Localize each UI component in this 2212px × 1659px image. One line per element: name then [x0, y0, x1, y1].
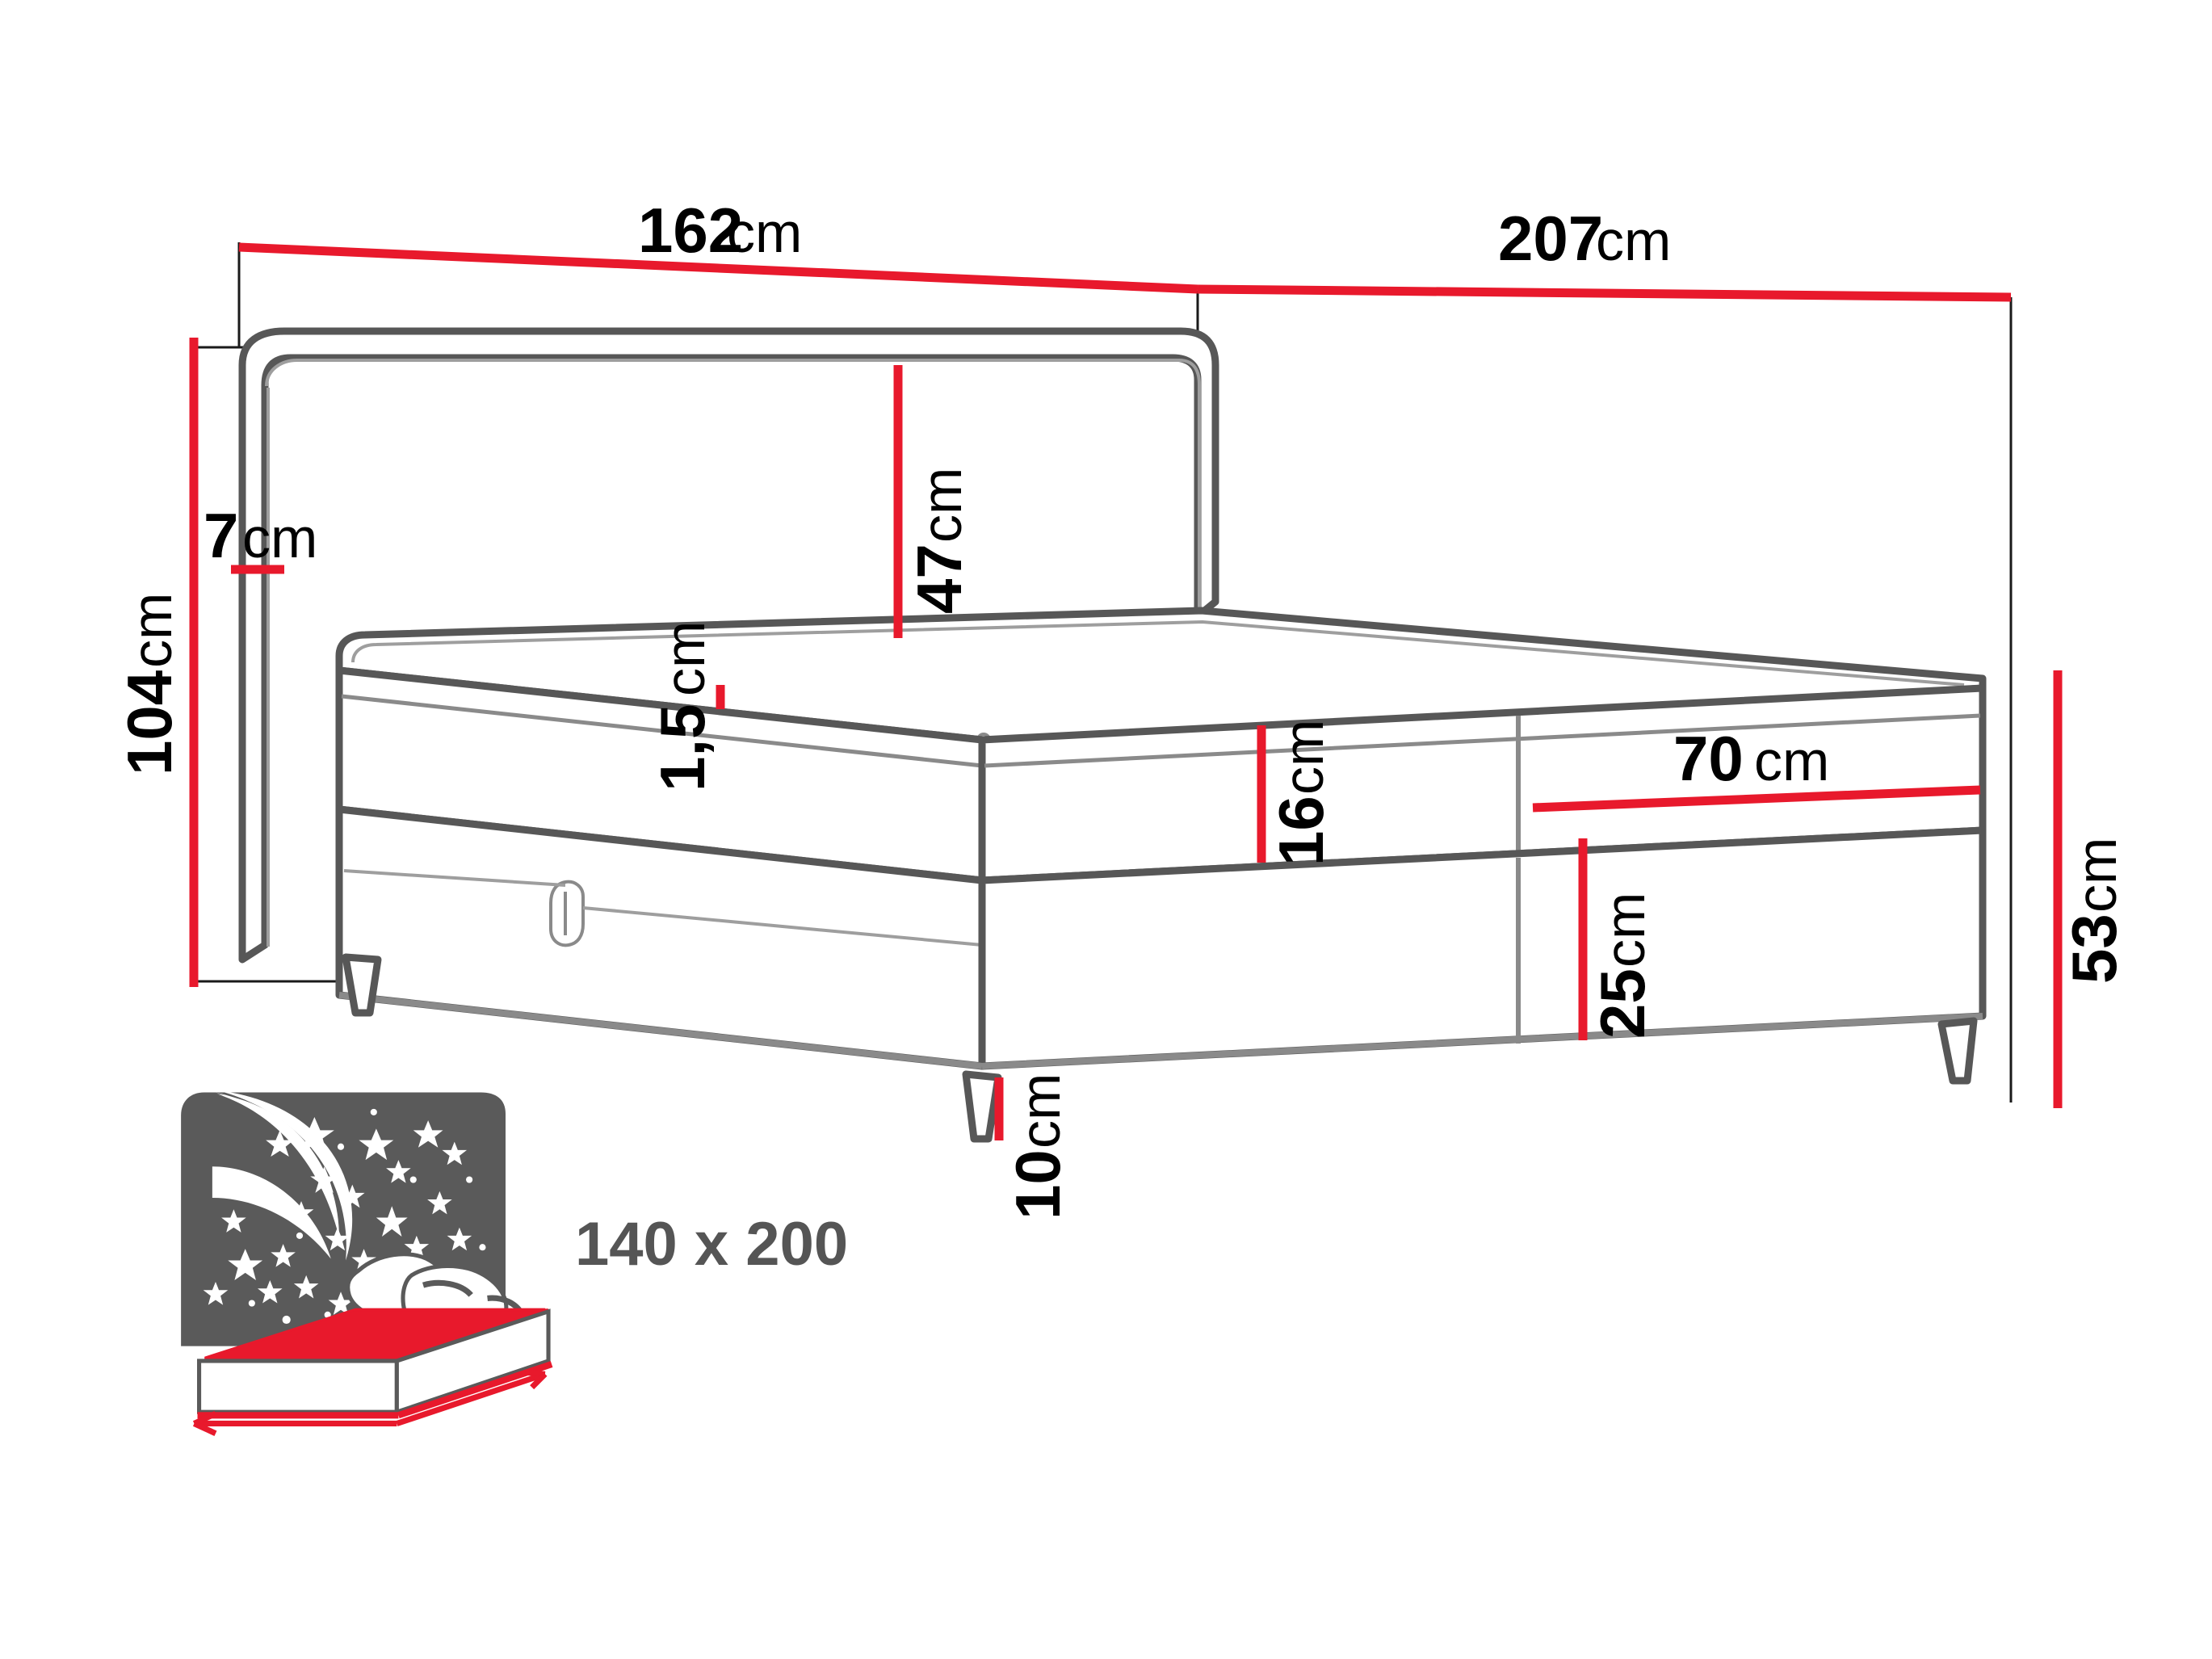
dim-10-value: 10	[1002, 1149, 1073, 1220]
dim-label-25: 25 cm	[1587, 892, 1658, 1039]
mattress-icon-arrows	[192, 1369, 548, 1436]
dim-104-unit: cm	[120, 593, 183, 668]
base-bottom-edge	[338, 992, 1983, 1069]
dim-1-5-unit: cm	[653, 621, 716, 696]
leg-right	[1937, 1017, 1978, 1085]
dim-7-unit: cm	[242, 506, 317, 569]
mattress-size-label: 140 x 200	[575, 1210, 848, 1279]
dim-25-unit: cm	[1593, 892, 1656, 968]
dim-10-unit: cm	[1009, 1073, 1072, 1149]
leg-front	[962, 1070, 1002, 1143]
dim-104-value: 104	[114, 670, 185, 775]
dim-207-unit: cm	[1596, 209, 1671, 272]
dim-25-value: 25	[1587, 968, 1658, 1039]
dim-label-53: 53 cm	[2059, 838, 2130, 984]
mattress-block-icon	[197, 1308, 553, 1419]
dim-label-16: 16 cm	[1265, 720, 1337, 866]
bed-legs	[342, 953, 1978, 1143]
dim-162-value: 162	[638, 195, 743, 266]
dim-47-value: 47	[904, 544, 975, 614]
leg-rear-left	[342, 953, 382, 1017]
dim-1-5-value: 1,5	[647, 704, 718, 792]
dim-line-162	[238, 242, 1198, 294]
dim-label-47: 47 cm	[904, 468, 975, 614]
dim-label-10: 10 cm	[1002, 1073, 1073, 1220]
dim-line-207	[1197, 284, 2012, 302]
dimension-lines	[189, 242, 2063, 1140]
dim-53-unit: cm	[2065, 838, 2128, 913]
dim-162-unit: cm	[727, 201, 802, 264]
dim-label-7: 7 cm	[204, 500, 317, 571]
dim-207-value: 207	[1498, 203, 1603, 274]
mattress-size-icon	[181, 1090, 553, 1436]
dim-label-162: 162 cm	[638, 195, 802, 266]
dim-label-70: 70 cm	[1673, 723, 1829, 794]
dim-label-104: 104 cm	[114, 593, 185, 775]
dim-16-value: 16	[1265, 796, 1337, 866]
dim-47-unit: cm	[910, 468, 973, 543]
dim-line-70	[1532, 785, 1981, 813]
dim-7-value: 7	[204, 500, 238, 571]
dim-16-unit: cm	[1272, 720, 1335, 795]
dim-53-value: 53	[2059, 914, 2130, 984]
dim-70-unit: cm	[1754, 729, 1829, 792]
dim-label-1-5: 1,5 cm	[647, 621, 718, 792]
dim-label-207: 207 cm	[1498, 203, 1671, 274]
dim-70-value: 70	[1673, 723, 1744, 794]
